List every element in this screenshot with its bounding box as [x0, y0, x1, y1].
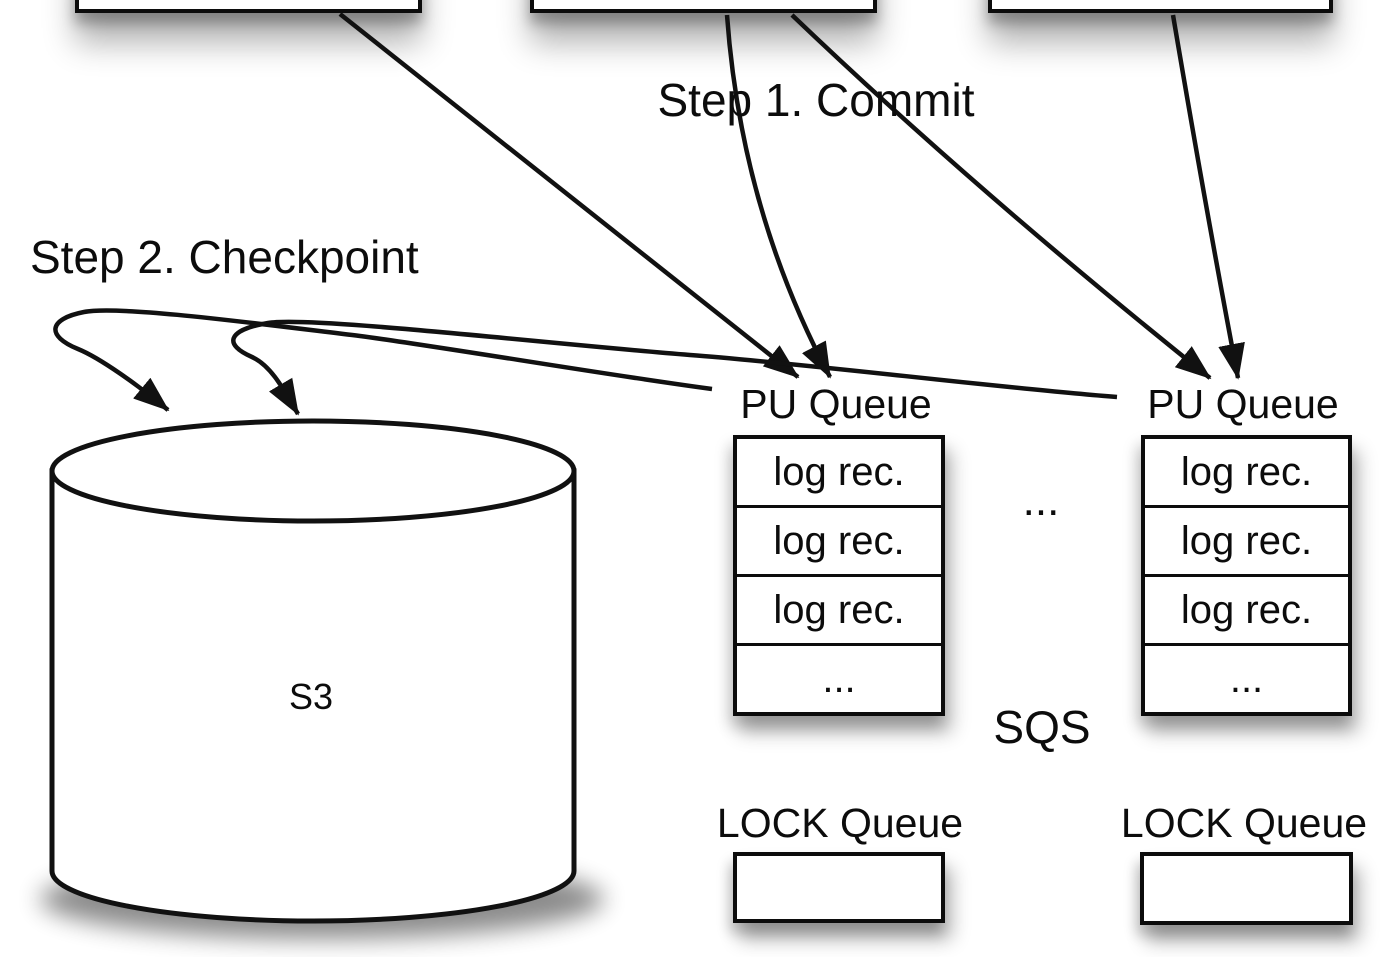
- server-box-2: [530, 0, 877, 13]
- server-box-3: [988, 0, 1333, 13]
- log-record-row: log rec.: [737, 439, 941, 508]
- pu-queue-2: log rec. log rec. log rec. ...: [1141, 435, 1352, 716]
- sqs-label: SQS: [993, 701, 1091, 753]
- ellipsis-row: ...: [737, 646, 941, 712]
- s3-cylinder-icon: [49, 418, 577, 924]
- server-box-1: [75, 0, 422, 13]
- commit-arrow-3: [790, 13, 1212, 380]
- pu-queue-2-title: PU Queue: [1147, 381, 1339, 427]
- log-record-row: log rec.: [737, 508, 941, 577]
- lock-queue-2: [1140, 852, 1353, 925]
- s3-label: S3: [288, 676, 334, 717]
- commit-arrow-2: [724, 14, 832, 379]
- lock-queue-1: [733, 852, 945, 923]
- pu-queue-1-title: PU Queue: [740, 381, 932, 427]
- log-record-row: log rec.: [737, 577, 941, 646]
- commit-arrow-1: [338, 12, 800, 379]
- log-record-row: log rec.: [1145, 508, 1348, 577]
- log-record-row: log rec.: [1145, 439, 1348, 508]
- queues-ellipsis: ...: [1022, 476, 1060, 525]
- lock-queue-2-title: LOCK Queue: [1120, 800, 1368, 846]
- commit-arrow-4: [1170, 14, 1245, 380]
- lock-queue-1-title: LOCK Queue: [716, 800, 964, 846]
- ellipsis-row: ...: [1145, 646, 1348, 712]
- step1-commit-label: Step 1. Commit: [657, 74, 975, 126]
- log-record-row: log rec.: [1145, 577, 1348, 646]
- checkpoint-arrow-1: [53, 308, 713, 412]
- step2-checkpoint-label: Step 2. Checkpoint: [30, 231, 419, 283]
- checkpoint-arrow-2: [231, 319, 1118, 416]
- pu-queue-1: log rec. log rec. log rec. ...: [733, 435, 945, 716]
